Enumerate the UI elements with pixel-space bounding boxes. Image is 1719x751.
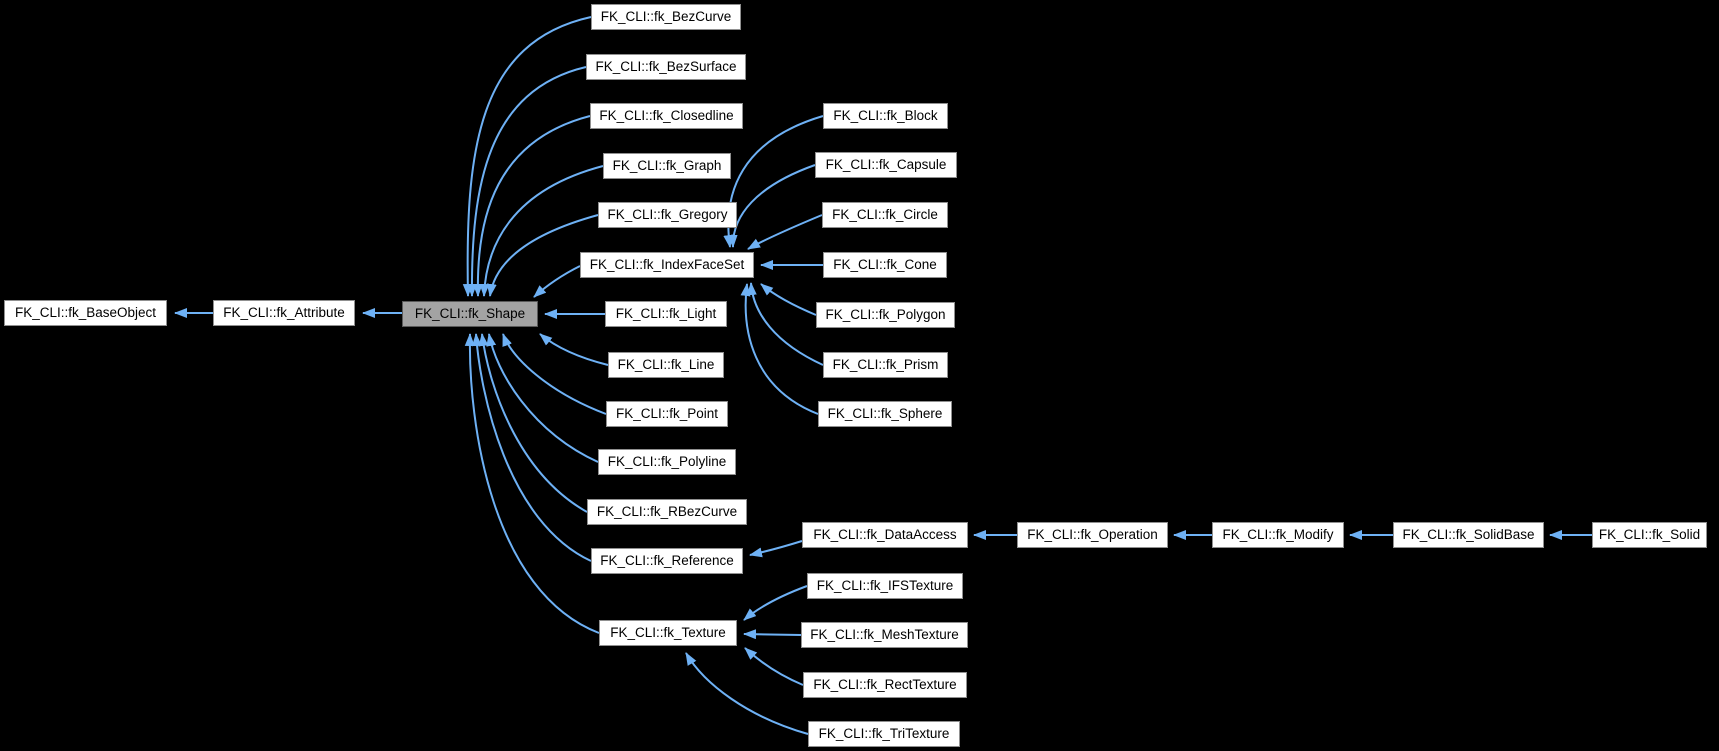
node-fk-data-access[interactable]: FK_CLI::fk_DataAccess	[802, 522, 968, 548]
edge-circle-to-index-face-set	[747, 214, 823, 250]
edge-line-to-shape	[539, 333, 609, 366]
node-fk-texture[interactable]: FK_CLI::fk_Texture	[599, 620, 737, 646]
edge-closedline-to-shape	[472, 115, 591, 297]
edge-prism-to-index-face-set	[746, 282, 824, 366]
edge-point-to-shape	[502, 333, 607, 415]
node-fk-shape[interactable]: FK_CLI::fk_Shape	[402, 301, 538, 327]
edge-tri-texture-to-texture	[685, 652, 809, 735]
edge-rbez-curve-to-shape	[478, 333, 588, 513]
edge-bez-surface-to-shape	[466, 66, 587, 297]
edge-capsule-to-index-face-set	[727, 164, 816, 248]
edge-index-face-set-to-shape	[533, 265, 581, 298]
node-fk-bez-curve[interactable]: FK_CLI::fk_BezCurve	[591, 4, 741, 30]
node-fk-index-face-set[interactable]: FK_CLI::fk_IndexFaceSet	[580, 252, 754, 278]
node-fk-reference[interactable]: FK_CLI::fk_Reference	[591, 548, 743, 574]
edge-texture-to-shape	[464, 333, 600, 634]
edge-gregory-to-shape	[486, 214, 599, 297]
node-fk-circle[interactable]: FK_CLI::fk_Circle	[822, 202, 948, 228]
node-fk-cone[interactable]: FK_CLI::fk_Cone	[823, 252, 947, 278]
node-fk-ifs-texture[interactable]: FK_CLI::fk_IFSTexture	[807, 573, 963, 599]
node-fk-bez-surface[interactable]: FK_CLI::fk_BezSurface	[586, 54, 746, 80]
node-fk-point[interactable]: FK_CLI::fk_Point	[606, 401, 728, 427]
node-fk-sphere[interactable]: FK_CLI::fk_Sphere	[818, 401, 952, 427]
node-fk-polyline[interactable]: FK_CLI::fk_Polyline	[598, 449, 736, 475]
node-fk-line[interactable]: FK_CLI::fk_Line	[608, 352, 724, 378]
node-fk-block[interactable]: FK_CLI::fk_Block	[823, 103, 948, 129]
node-fk-solid-base[interactable]: FK_CLI::fk_SolidBase	[1393, 522, 1544, 548]
node-fk-operation[interactable]: FK_CLI::fk_Operation	[1017, 522, 1168, 548]
edge-polyline-to-shape	[486, 333, 599, 463]
node-fk-tri-texture[interactable]: FK_CLI::fk_TriTexture	[808, 721, 960, 747]
edge-rect-texture-to-texture	[744, 647, 804, 686]
edge-sphere-to-index-face-set	[740, 283, 819, 415]
edge-data-access-to-reference	[749, 540, 803, 558]
node-fk-light[interactable]: FK_CLI::fk_Light	[605, 301, 727, 327]
edge-mesh-texture-to-texture	[743, 629, 802, 640]
edge-reference-to-shape	[471, 333, 592, 562]
node-fk-rbez-curve[interactable]: FK_CLI::fk_RBezCurve	[587, 499, 747, 525]
node-fk-graph[interactable]: FK_CLI::fk_Graph	[603, 153, 731, 179]
edge-block-to-index-face-set	[723, 115, 824, 248]
node-fk-mesh-texture[interactable]: FK_CLI::fk_MeshTexture	[801, 622, 968, 648]
node-fk-modify[interactable]: FK_CLI::fk_Modify	[1212, 522, 1344, 548]
edge-graph-to-shape	[479, 165, 604, 297]
edge-ifs-texture-to-texture	[743, 585, 808, 621]
node-fk-solid[interactable]: FK_CLI::fk_Solid	[1592, 522, 1707, 548]
node-fk-base-object[interactable]: FK_CLI::fk_BaseObject	[4, 300, 167, 326]
edge-polygon-to-index-face-set	[760, 283, 817, 316]
node-fk-attribute[interactable]: FK_CLI::fk_Attribute	[213, 300, 355, 326]
node-fk-prism[interactable]: FK_CLI::fk_Prism	[823, 352, 948, 378]
node-fk-capsule[interactable]: FK_CLI::fk_Capsule	[815, 152, 957, 178]
node-fk-closedline[interactable]: FK_CLI::fk_Closedline	[590, 103, 743, 129]
edge-bez-curve-to-shape	[462, 16, 592, 297]
node-fk-rect-texture[interactable]: FK_CLI::fk_RectTexture	[803, 672, 967, 698]
node-fk-polygon[interactable]: FK_CLI::fk_Polygon	[816, 302, 955, 328]
node-fk-gregory[interactable]: FK_CLI::fk_Gregory	[598, 202, 737, 228]
